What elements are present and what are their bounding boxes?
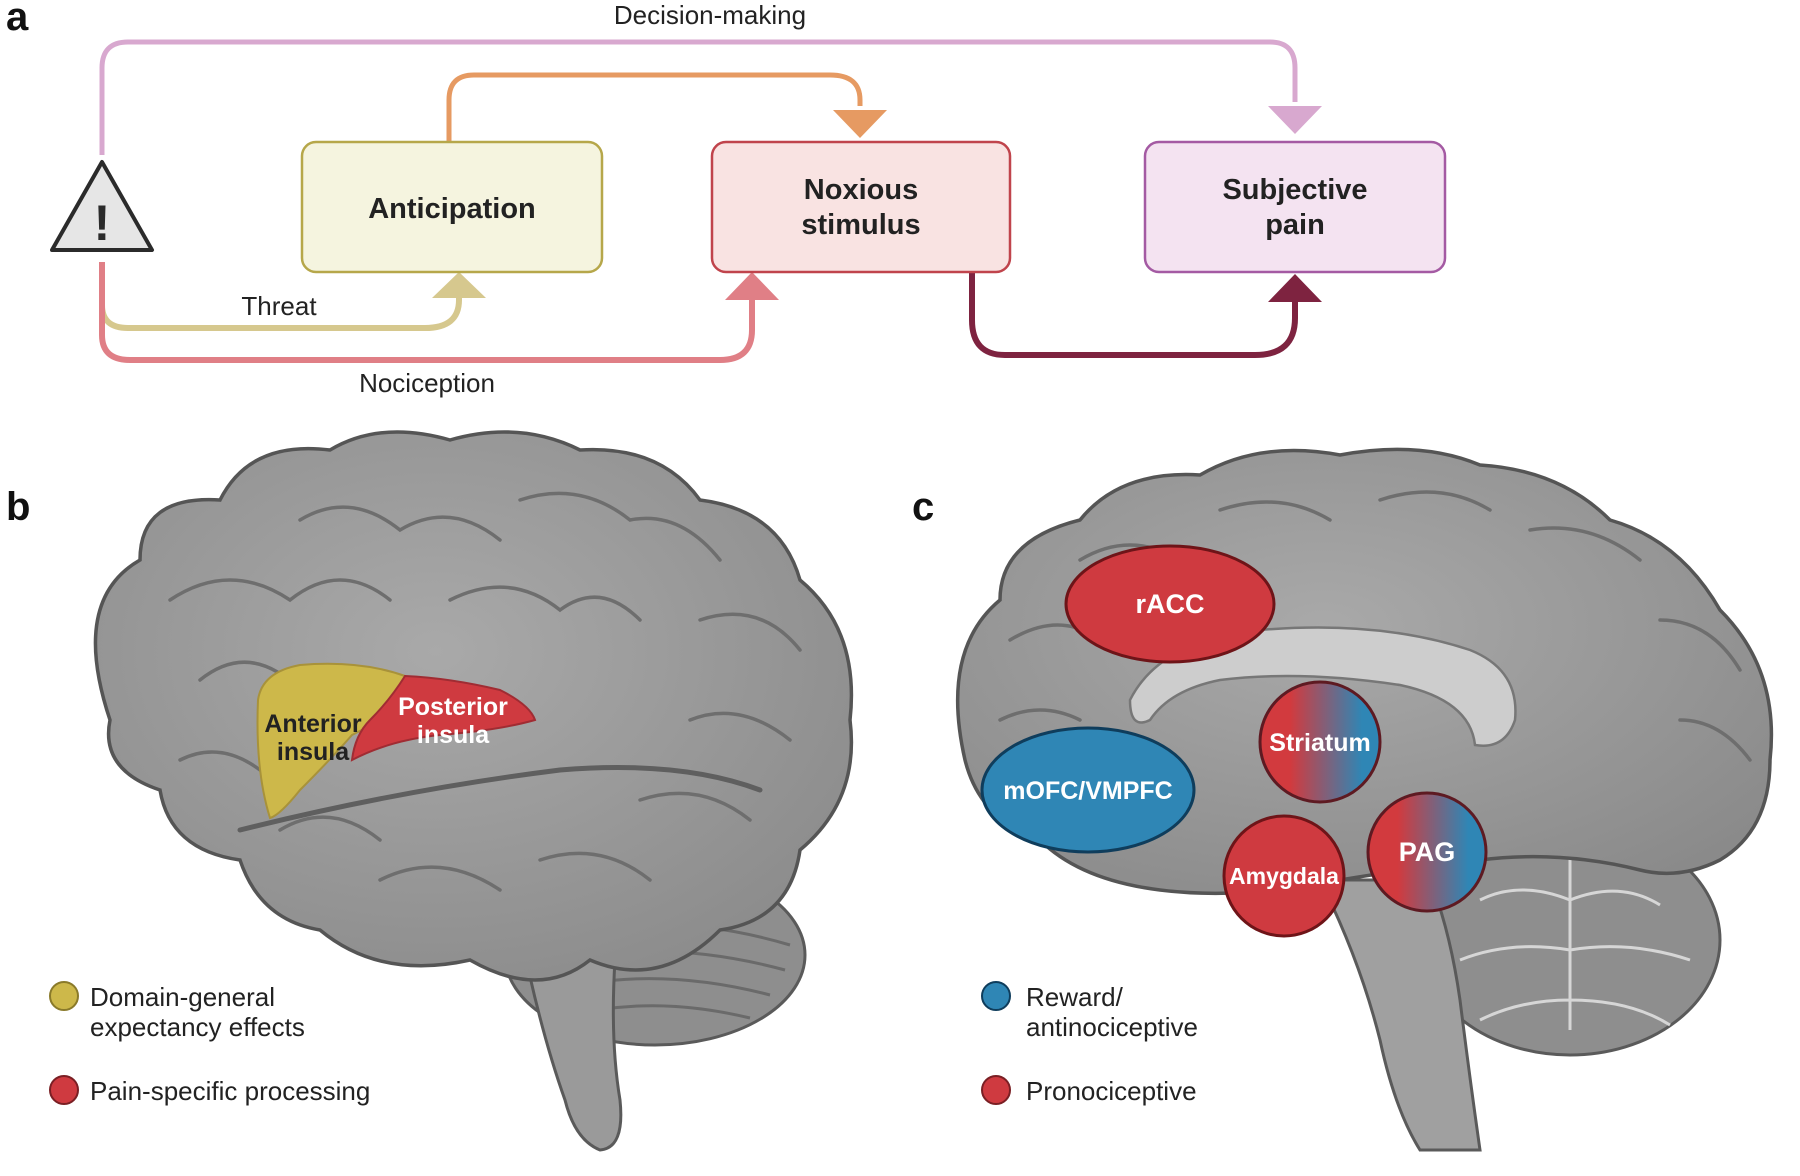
legend-pronociceptive-line1: Pronociceptive: [1026, 1076, 1197, 1106]
node-subjective-line1: Subjective: [1222, 174, 1367, 206]
region-pag: [1366, 791, 1488, 913]
region-amygdala: [1222, 814, 1346, 938]
region-anterior-insula: [256, 662, 407, 820]
edge-anticipation-to-noxious: [446, 72, 863, 142]
edge-label-nociception: Nociception: [359, 368, 495, 398]
arrowhead-noxious-to-pain: [1268, 274, 1322, 302]
region-anterior-insula-line1: Anterior: [264, 710, 362, 738]
lateral-brain: [93, 430, 854, 1152]
edge-label-threat: Threat: [241, 291, 317, 321]
arrowhead-anticipation-to-noxious: [833, 110, 887, 138]
legend-domain-general-line1: Domain-general: [90, 982, 275, 1012]
edge-label-decision-making: Decision-making: [614, 0, 806, 30]
region-posterior-insula: [350, 674, 537, 762]
arrowhead-threat: [432, 272, 486, 298]
warning-symbol: !: [94, 195, 111, 251]
node-anticipation: [300, 140, 604, 274]
legend-domain-general-line2: expectancy effects: [90, 1012, 305, 1042]
edge-decision-making: [99, 39, 1298, 155]
region-posterior-insula-line2: insula: [417, 721, 490, 749]
region-striatum-label: Striatum: [1269, 729, 1370, 757]
node-noxious-line2: stimulus: [801, 209, 920, 241]
legend-swatch-domain-general: [49, 981, 79, 1011]
edge-noxious-to-pain: [969, 272, 1298, 358]
region-amygdala-label: Amygdala: [1229, 863, 1339, 889]
legend-reward-line1: Reward/: [1026, 982, 1124, 1012]
arrowhead-decision-making: [1268, 106, 1322, 134]
region-pag-label: PAG: [1399, 837, 1456, 867]
panel-label-a: a: [6, 0, 29, 39]
node-anticipation-label: Anticipation: [368, 193, 536, 225]
legend-pain-specific-line1: Pain-specific processing: [90, 1076, 370, 1106]
region-mofc-label: mOFC/VMPFC: [1003, 777, 1172, 805]
node-subjective-pain: [1143, 140, 1447, 274]
legend-swatch-pain-specific: [49, 1075, 79, 1105]
region-anterior-insula-line2: insula: [277, 738, 350, 766]
panel-label-c: c: [912, 485, 934, 529]
legend-swatch-pronociceptive: [981, 1075, 1011, 1105]
legend-reward-line2: antinociceptive: [1026, 1012, 1198, 1042]
node-noxious-line1: Noxious: [804, 174, 918, 206]
region-mofc-vmpfc: [980, 726, 1196, 854]
node-noxious-stimulus: [710, 140, 1012, 274]
region-striatum: [1258, 680, 1382, 804]
node-subjective-line2: pain: [1265, 209, 1325, 241]
warning-icon: !: [50, 160, 154, 252]
edge-nociception: [99, 262, 755, 363]
region-racc-label: rACC: [1135, 589, 1204, 619]
region-posterior-insula-line1: Posterior: [398, 693, 508, 721]
legend-swatch-reward: [981, 981, 1011, 1011]
panel-label-b: b: [6, 485, 30, 529]
arrowhead-nociception: [725, 272, 779, 300]
region-racc: [1064, 544, 1276, 664]
